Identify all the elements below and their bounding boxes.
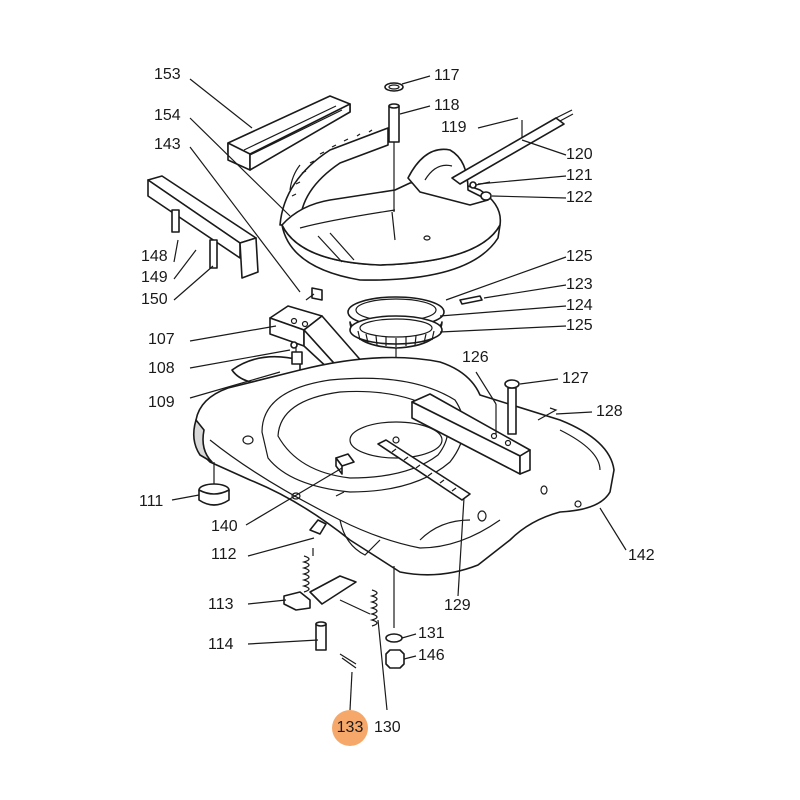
part-111-rubber-foot <box>198 462 230 506</box>
label-112: 112 <box>211 546 237 563</box>
label-118: 118 <box>434 97 460 114</box>
part-126-128-fence <box>411 379 558 475</box>
label-109: 109 <box>148 394 175 411</box>
label-130: 130 <box>374 719 401 736</box>
part-142-base <box>192 356 615 576</box>
label-123: 123 <box>566 276 593 293</box>
label-133-highlighted: 133 <box>332 710 368 746</box>
label-128: 128 <box>596 403 623 420</box>
label-140: 140 <box>211 518 238 535</box>
label-154: 154 <box>154 107 181 124</box>
label-127: 127 <box>562 370 589 387</box>
part-112-114-lock-assembly <box>283 519 405 669</box>
label-108: 108 <box>148 360 175 377</box>
label-146: 146 <box>418 647 445 664</box>
label-150: 150 <box>141 291 168 308</box>
part-154-turntable <box>279 127 502 281</box>
label-131: 131 <box>418 625 445 642</box>
part-117-118-pivot-pin <box>384 82 404 212</box>
label-125-lower: 125 <box>566 317 593 334</box>
label-113: 113 <box>208 596 234 613</box>
part-153-scale-plate <box>227 95 351 171</box>
label-124: 124 <box>566 297 593 314</box>
part-124-125-bearing <box>347 295 483 438</box>
label-149: 149 <box>141 269 168 286</box>
part-119-120-lock-rod <box>451 109 574 185</box>
label-122: 122 <box>566 189 593 206</box>
leader-lines <box>171 75 627 711</box>
label-107: 107 <box>148 331 175 348</box>
label-121: 121 <box>566 167 593 184</box>
label-111: 111 <box>139 493 164 510</box>
label-120: 120 <box>566 146 593 163</box>
label-148: 148 <box>141 248 168 265</box>
label-125-upper: 125 <box>566 248 593 265</box>
part-143-support-arm <box>147 175 259 279</box>
label-117: 117 <box>434 67 460 84</box>
part-140-block <box>335 453 355 497</box>
part-129-scale-strip <box>377 439 471 501</box>
label-142: 142 <box>628 547 655 564</box>
label-119: 119 <box>441 119 467 136</box>
label-153: 153 <box>154 66 181 83</box>
label-114: 114 <box>208 636 234 653</box>
label-143: 143 <box>154 136 181 153</box>
label-129: 129 <box>444 597 471 614</box>
label-126: 126 <box>462 349 489 366</box>
